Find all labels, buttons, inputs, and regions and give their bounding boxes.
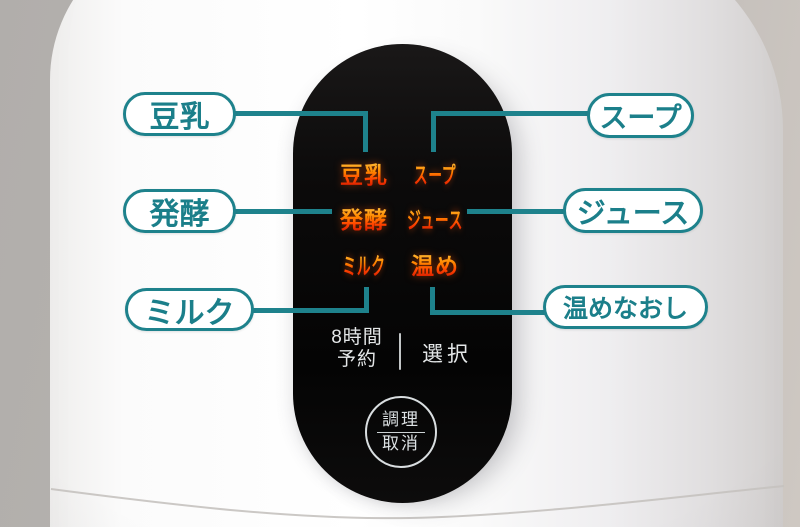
callout-connector-soymilk-v [363, 111, 368, 152]
indicator-milk-led: ミルク [336, 254, 392, 280]
indicator-warm-led: 温め [388, 254, 482, 280]
timer-reserve-label-line1: 8時間 [331, 327, 383, 348]
callout-pill-soup: スープ [587, 93, 694, 138]
select-button[interactable]: 選択 [410, 338, 484, 368]
callout-connector-soup-h [431, 111, 591, 116]
callout-pill-ferment: 発酵 [123, 189, 236, 233]
callout-connector-reheat-h [430, 310, 547, 315]
callout-pill-soymilk: 豆乳 [123, 92, 236, 136]
panel-divider-line [399, 333, 401, 370]
callout-pill-juice: ジュース [563, 188, 703, 233]
indicator-soup-led: スープ [407, 163, 463, 189]
callout-connector-milk-v [364, 287, 369, 313]
callout-connector-milk-h [248, 308, 369, 313]
cancel-label: 取消 [382, 433, 420, 454]
cook-label: 調理 [382, 409, 420, 430]
indicator-juice-led: ジュース [407, 208, 463, 234]
cook-cancel-divider [377, 431, 425, 433]
cook-cancel-button[interactable]: 調理 取消 [365, 396, 437, 468]
indicator-soymilk-led: 豆乳 [317, 163, 411, 189]
callout-connector-juice-h [467, 209, 567, 214]
indicator-ferment-led: 発酵 [317, 208, 411, 234]
callout-connector-soup-v [431, 111, 436, 152]
timer-reserve-label-line2: 予約 [336, 349, 377, 370]
callout-connector-ferment-h [228, 209, 332, 214]
callout-pill-milk: ミルク [125, 288, 254, 331]
callout-connector-soymilk-h [228, 111, 368, 116]
callout-connector-reheat-v [430, 287, 435, 315]
callout-pill-reheat: 温めなおし [543, 285, 708, 329]
timer-reserve-button[interactable]: 8時間 予約 [317, 327, 397, 371]
